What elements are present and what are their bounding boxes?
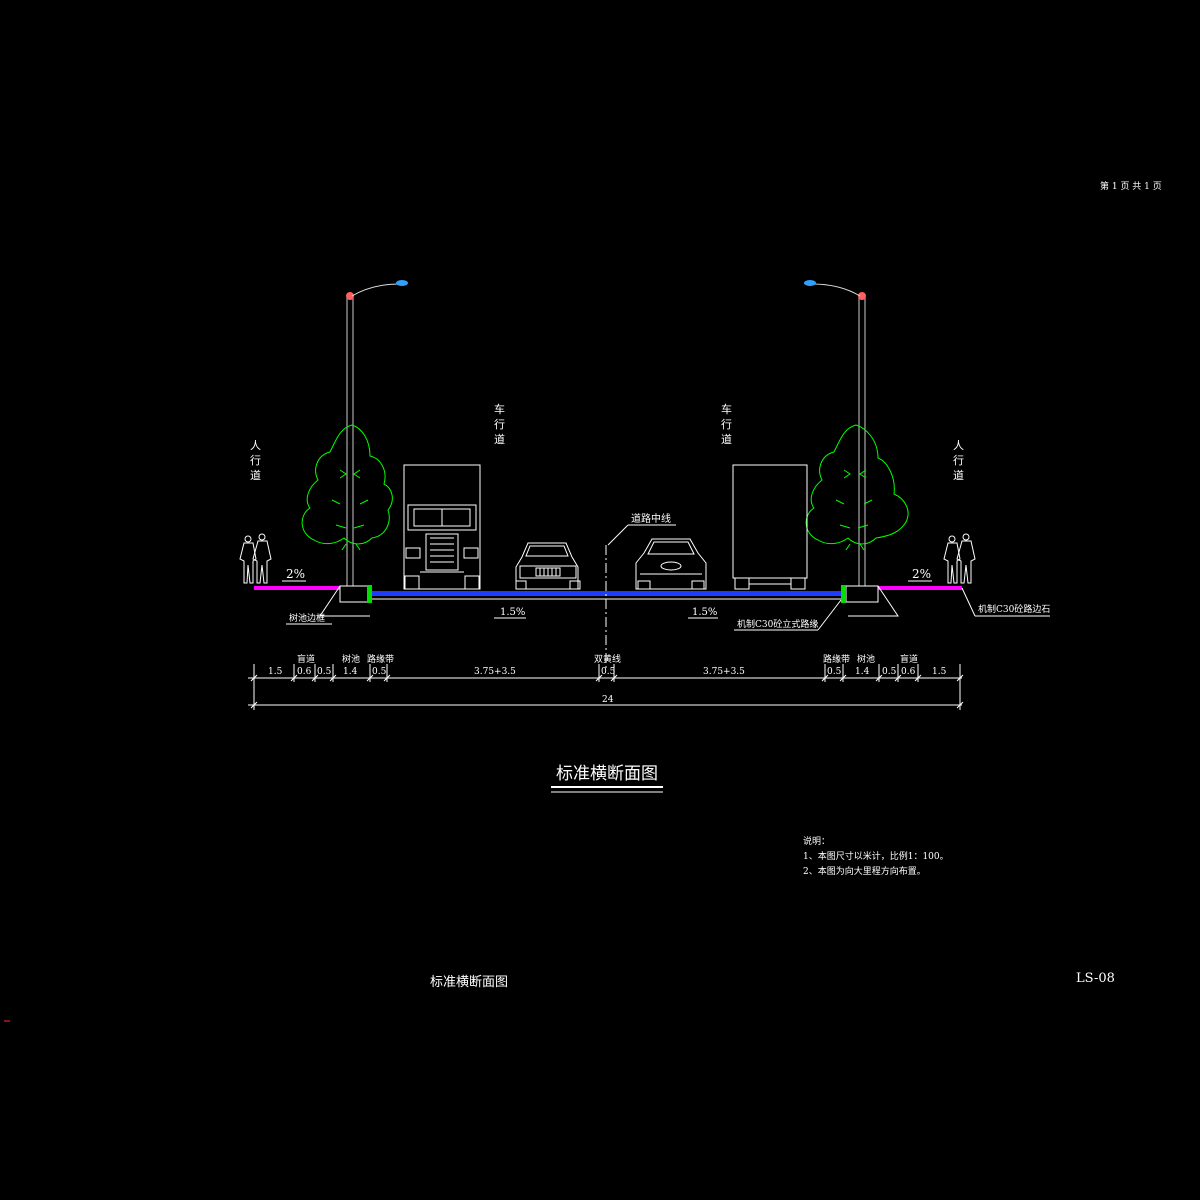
slope-road-left: 1.5% — [500, 607, 525, 618]
label-roadway-left: 车行道 — [494, 403, 505, 446]
lamp-head-right — [804, 280, 816, 286]
dim-right-0-6: 0.6 — [901, 667, 916, 677]
dim-label-tree-right: 树池 — [857, 653, 875, 665]
dimension-lines — [248, 664, 964, 710]
pedestrians-left — [239, 533, 272, 584]
dim-label-blind-left: 盲道 — [297, 653, 315, 665]
pavement — [372, 591, 841, 596]
car-left — [515, 542, 581, 590]
centerline-label: 道路中线 — [631, 512, 671, 525]
dim-left-1-4: 1.4 — [343, 667, 358, 677]
street-lamp-left — [346, 280, 408, 587]
footer-drawing-number: LS-08 — [1076, 971, 1115, 986]
notes-line-2: 2、本图为向大里程方向布置。 — [803, 867, 926, 877]
dim-total: 24 — [602, 695, 614, 705]
lamp-head-left — [396, 280, 408, 286]
lamp-top-right — [858, 292, 866, 300]
curb-left-label: 树池边框 — [289, 612, 325, 624]
tree-left — [301, 424, 393, 551]
dim-right-0-5b: 0.5 — [827, 667, 842, 677]
drawing-title: 标准横断面图 — [556, 764, 658, 784]
dim-label-double-yellow: 双黄线 — [594, 653, 621, 665]
dim-left-0-5b: 0.5 — [372, 667, 387, 677]
label-roadway-right: 车行道 — [721, 403, 732, 446]
footer-title: 标准横断面图 — [430, 975, 509, 990]
curb-right-label: 机制C30砼立式路缘 — [737, 618, 818, 630]
dim-right-1-4: 1.4 — [855, 667, 870, 677]
tree-right — [805, 424, 909, 551]
dim-label-tree-left: 树池 — [342, 653, 360, 665]
truck-front-left — [403, 464, 481, 590]
dim-label-curbstrip-left: 路缘带 — [367, 653, 394, 665]
slope-sidewalk-left: 2% — [286, 567, 305, 581]
page-counter: 第 1 页 共 1 页 — [1100, 180, 1162, 192]
notes-line-1: 1、本图尺寸以米计，比例1：100。 — [803, 852, 949, 862]
dim-right-lane: 3.75+3.5 — [703, 667, 745, 677]
road-section — [254, 545, 1050, 668]
dim-center: 0.5 — [601, 667, 616, 677]
dim-label-curbstrip-right: 路缘带 — [823, 653, 850, 665]
pedestrians-right — [943, 533, 976, 584]
dim-right-1-5: 1.5 — [932, 667, 947, 677]
slope-road-right: 1.5% — [692, 607, 717, 618]
slope-sidewalk-right: 2% — [912, 567, 931, 581]
edgestone-label: 机制C30砼路边石 — [978, 603, 1050, 615]
dim-right-0-5: 0.5 — [882, 667, 897, 677]
dim-left-1-5: 1.5 — [268, 667, 283, 677]
label-sidewalk-right: 人行道 — [953, 439, 964, 482]
dim-left-0-5: 0.5 — [317, 667, 332, 677]
truck-rear-right — [732, 464, 808, 590]
label-sidewalk-left: 人行道 — [250, 439, 261, 482]
curb-left — [367, 585, 372, 603]
curb-right — [841, 585, 846, 603]
dim-left-lane: 3.75+3.5 — [474, 667, 516, 677]
notes-block: 说明： 1、本图尺寸以米计，比例1：100。 2、本图为向大里程方向布置。 — [803, 835, 949, 880]
car-right — [635, 538, 707, 590]
dim-label-blind-right: 盲道 — [900, 653, 918, 665]
notes-heading: 说明： — [803, 837, 831, 847]
lamp-top-left — [346, 292, 354, 300]
street-lamp-right — [804, 280, 866, 587]
dim-left-0-6: 0.6 — [297, 667, 312, 677]
